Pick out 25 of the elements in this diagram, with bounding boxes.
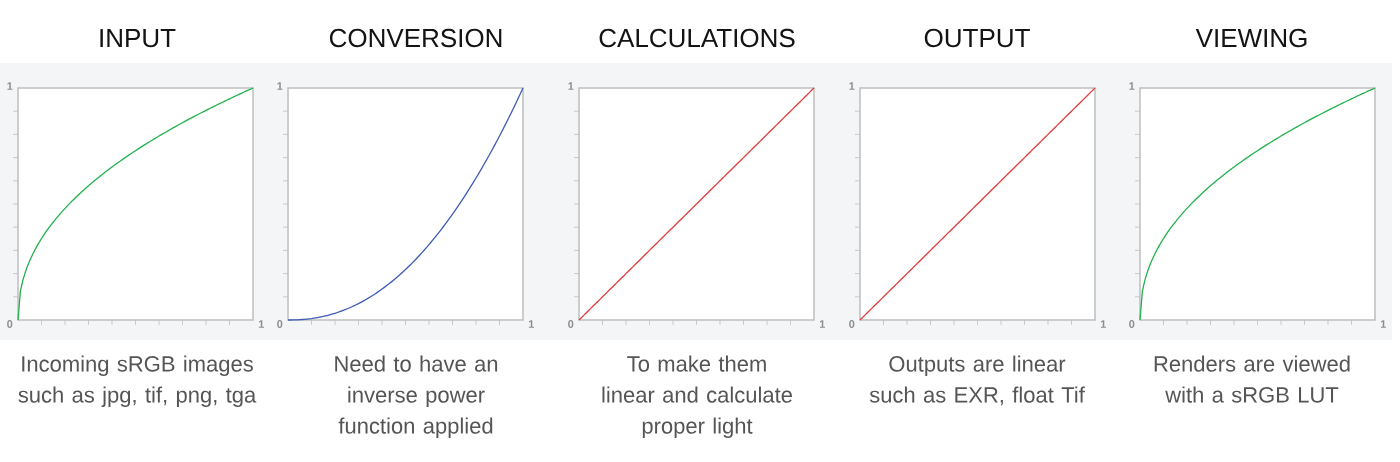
tick-label: 0	[849, 320, 855, 328]
tick-label: 1	[7, 82, 13, 90]
tick-label: 1	[258, 320, 264, 328]
tick-label: 1	[1129, 82, 1135, 90]
description: Renders are viewed with a sRGB LUT	[1154, 355, 1350, 403]
description: Need to have an inverse power function applied	[335, 355, 498, 439]
tick-label: 1	[568, 82, 574, 90]
tick-label: 0	[568, 320, 574, 328]
column-heading: OUTPUT	[924, 28, 1030, 48]
description: To make them linear and calculate proper light	[602, 355, 792, 439]
tick-label: 0	[7, 320, 13, 328]
tick-label: 0	[1129, 320, 1135, 328]
tick-label: 1	[819, 320, 825, 328]
description: Incoming sRGB images such as jpg, tif, png, tga	[18, 355, 257, 408]
tick-label: 1	[1380, 320, 1386, 328]
tick-label: 1	[849, 82, 855, 90]
description: Outputs are linear such as EXR, float Tif	[869, 355, 1085, 406]
column-heading: VIEWING	[1195, 28, 1307, 48]
column-heading: CALCULATIONS	[599, 28, 795, 48]
tick-label: 1	[277, 82, 283, 90]
column-heading: CONVERSION	[329, 28, 502, 48]
tick-label: 1	[528, 320, 534, 328]
column-heading: INPUT	[100, 29, 176, 48]
tick-label: 0	[277, 320, 283, 328]
tick-label: 1	[1100, 320, 1106, 328]
